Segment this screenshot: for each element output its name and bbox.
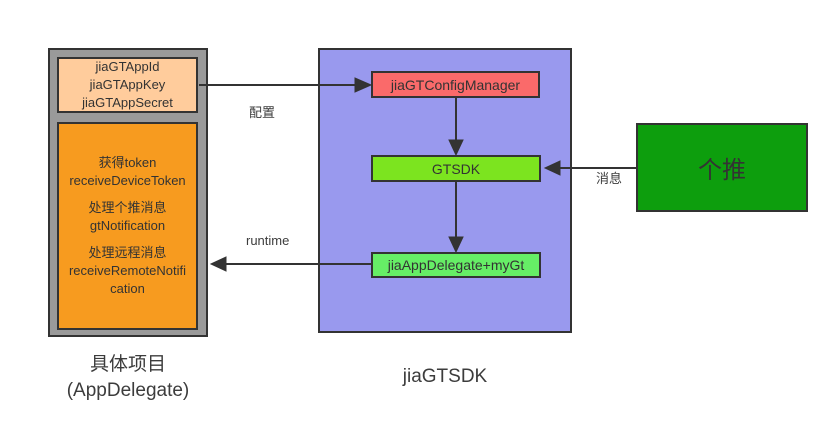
- getui-label: 个推: [698, 157, 746, 184]
- handler-remote-zh: 处理远程消息: [88, 245, 167, 260]
- config-manager-box: jiaGTConfigManager: [371, 71, 540, 98]
- handlers-box: 获得token receiveDeviceToken 处理个推消息 gtNoti…: [57, 122, 198, 330]
- appdelegate-caption-line2: (AppDelegate): [66, 380, 190, 401]
- gtsdk-label: GTSDK: [431, 160, 481, 177]
- message-arrow-label: 消息: [596, 171, 623, 186]
- config-manager-label: jiaGTConfigManager: [390, 76, 521, 93]
- credentials-box: jiaGTAppId jiaGTAppKey jiaGTAppSecret: [57, 57, 198, 113]
- sdk-caption: jiaGTSDK: [318, 364, 572, 390]
- credentials-line: jiaGTAppKey: [89, 77, 166, 92]
- handler-token-zh: 获得token: [98, 155, 157, 170]
- handler-gt-en: gtNotification: [89, 218, 166, 233]
- handler-remote-en: receiveRemoteNotification: [68, 263, 187, 296]
- credentials-text: jiaGTAppId jiaGTAppKey jiaGTAppSecret: [82, 58, 173, 112]
- runtime-arrow-label: runtime: [246, 233, 290, 248]
- app-delegate-category-box: jiaAppDelegate+myGt: [371, 252, 541, 278]
- gtsdk-box: GTSDK: [371, 155, 541, 182]
- handler-token-en: receiveDeviceToken: [69, 173, 186, 188]
- sdk-caption-text: jiaGTSDK: [402, 366, 488, 387]
- handler-token-block: 获得token receiveDeviceToken: [67, 154, 188, 190]
- appdelegate-caption: 具体项目 (AppDelegate): [48, 352, 208, 404]
- credentials-line: jiaGTAppId: [95, 59, 160, 74]
- credentials-line: jiaGTAppSecret: [82, 95, 173, 110]
- handler-gt-zh: 处理个推消息: [88, 200, 167, 215]
- app-delegate-category-label: jiaAppDelegate+myGt: [387, 257, 525, 273]
- getui-box: 个推: [636, 123, 808, 212]
- handlers-text: 获得token receiveDeviceToken 处理个推消息 gtNoti…: [59, 145, 196, 307]
- handler-remote-block: 处理远程消息 receiveRemoteNotification: [67, 244, 188, 298]
- config-arrow-label: 配置: [249, 105, 276, 120]
- handler-gt-notification-block: 处理个推消息 gtNotification: [67, 199, 188, 235]
- appdelegate-caption-line1: 具体项目: [89, 354, 166, 375]
